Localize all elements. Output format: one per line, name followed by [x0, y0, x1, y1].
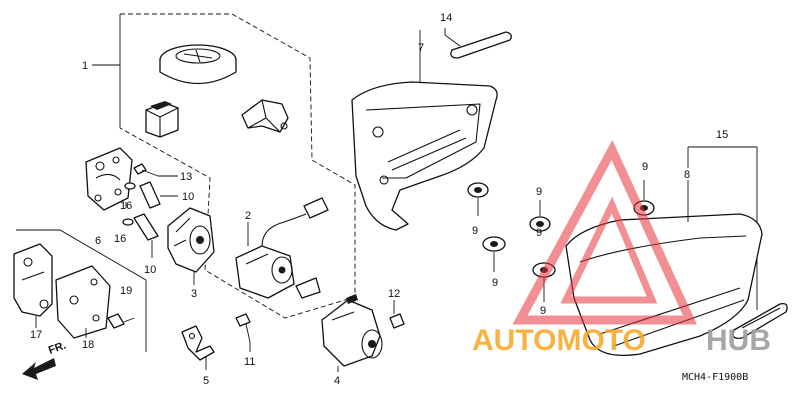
callout-numbers: 1 2 3 4 5 6 7 8 9 9 9 9 9 9 10 10 11 12 …: [30, 12, 728, 387]
watermark-text-right: HUB: [706, 324, 771, 357]
watermark-triangle-icon: [512, 139, 698, 325]
callout-16-a: 16: [120, 200, 132, 212]
callout-1: 1: [82, 60, 88, 72]
callout-18: 18: [82, 339, 94, 351]
callout-8: 8: [684, 169, 690, 181]
callout-11: 11: [244, 356, 255, 368]
callout-15: 15: [716, 129, 728, 141]
callout-14: 14: [440, 12, 452, 24]
callout-19: 19: [120, 285, 132, 297]
callout-9-e: 9: [492, 277, 498, 289]
grommet-b: [482, 236, 506, 252]
callout-13: 13: [180, 171, 192, 183]
callout-2: 2: [245, 210, 251, 222]
callout-9-d: 9: [536, 227, 542, 239]
key-part: [181, 325, 215, 370]
bolt-19-part: [107, 313, 135, 329]
fastener-set: [122, 163, 178, 258]
watermark-text-left: AUTOMOTO: [472, 324, 646, 357]
callout-12: 12: [388, 288, 400, 300]
front-direction-arrow: FR.: [22, 339, 68, 380]
damper-block-part: [145, 101, 179, 138]
callout-5: 5: [203, 375, 209, 387]
callout-9-b: 9: [536, 186, 542, 198]
lock-body-part: [167, 207, 215, 285]
left-side-cover-part: [351, 75, 498, 231]
cover-plate-part: [55, 265, 111, 339]
callout-3: 3: [191, 288, 197, 300]
screw-12-part: [389, 300, 405, 329]
callout-6: 6: [95, 235, 101, 247]
fuel-cap-part: [159, 44, 237, 85]
side-bracket-part: [13, 243, 53, 328]
callout-16-b: 16: [114, 233, 126, 245]
callout-17: 17: [30, 329, 42, 341]
callout-10-a: 10: [182, 191, 194, 203]
emblem-badge-part: [732, 303, 788, 339]
callout-9-c: 9: [472, 225, 478, 237]
mounting-plate-part: [85, 147, 133, 211]
clip-bracket-part: [241, 99, 289, 133]
callout-9-a: 9: [642, 161, 648, 173]
callout-9-f: 9: [540, 305, 546, 317]
callout-7: 7: [418, 42, 424, 54]
seat-lock-part: [321, 294, 383, 372]
front-marker-label: FR.: [47, 339, 68, 356]
diagram-code-label: MCH4-F1900B: [682, 372, 748, 383]
grommet-a: [467, 182, 489, 198]
screw-11-part: [235, 313, 251, 352]
grommet-c: [529, 216, 551, 232]
watermark-logo: AUTOMOTO HUB: [472, 139, 771, 357]
ignition-switch-part: [235, 197, 329, 299]
callout-4: 4: [334, 375, 340, 387]
assembly-boundary: [16, 13, 758, 352]
callout-10-b: 10: [144, 264, 156, 276]
emblem-strip-part: [444, 31, 512, 59]
